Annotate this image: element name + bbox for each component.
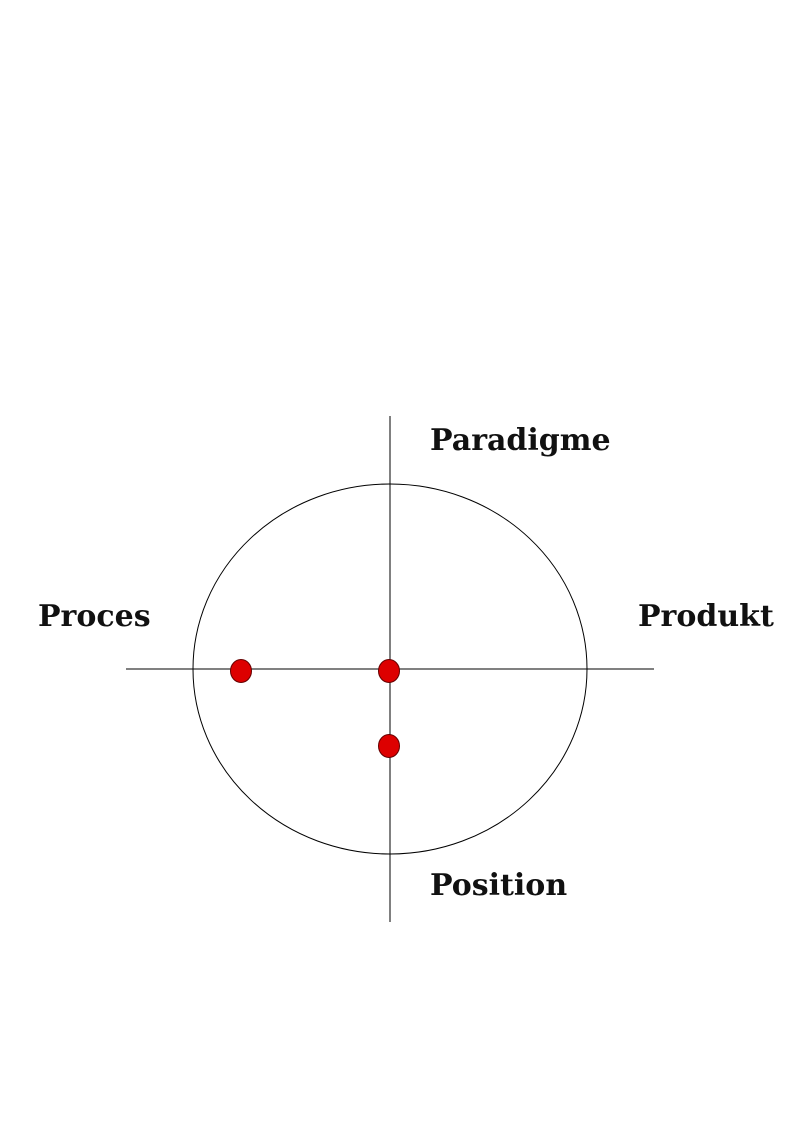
label-proces: Proces — [38, 599, 151, 634]
point-proces — [230, 659, 252, 683]
label-position: Position — [430, 868, 567, 903]
label-produkt: Produkt — [638, 599, 774, 634]
point-position — [378, 734, 400, 758]
point-center — [378, 659, 400, 683]
label-paradigme: Paradigme — [430, 423, 611, 458]
